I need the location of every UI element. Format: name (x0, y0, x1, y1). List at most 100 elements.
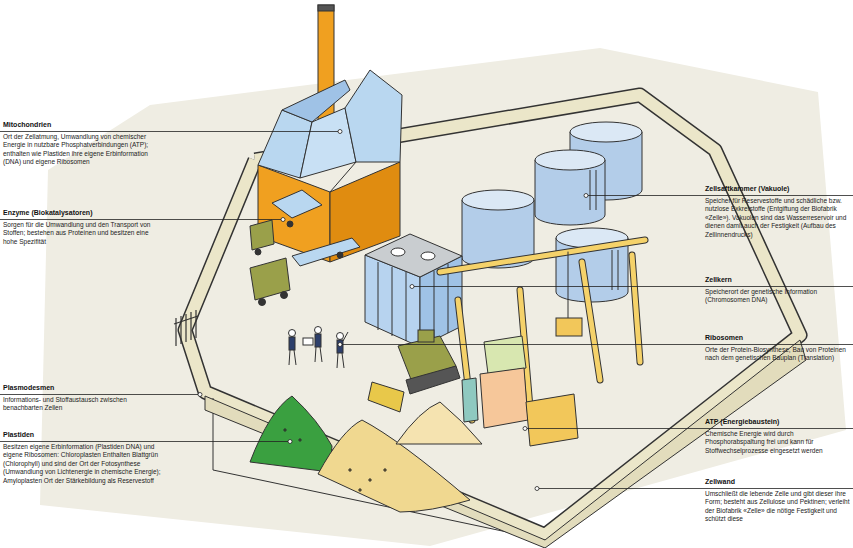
leader-line (525, 428, 853, 429)
crane-part (568, 252, 569, 318)
leader-dot (288, 440, 292, 444)
vacuole-tanks-part (462, 190, 534, 210)
callout-heading: Plasmodesmen (3, 383, 161, 392)
vacuole-tanks (462, 122, 642, 302)
enzyme-trucks-part (272, 190, 322, 218)
plastid-piles-part (299, 439, 301, 441)
enzyme-trucks-part (250, 258, 290, 300)
plastid-piles-part (369, 479, 371, 481)
plastid-piles-part (250, 396, 332, 472)
vacuole-tanks-part (535, 150, 605, 170)
callout-heading: Enzyme (Biokatalysatoren) (3, 208, 161, 217)
nucleus-cube-part (448, 264, 449, 333)
leader-line (0, 131, 340, 132)
callout-text: Sorgen für die Umwandlung und den Transp… (3, 221, 161, 246)
leader-dot (281, 218, 285, 222)
callout-text: Chemische Energie wird durch Phosphorabs… (705, 430, 850, 455)
plasmodesmen-gate-part (174, 316, 198, 324)
callout-text: Umschließt die lebende Zelle und gibt di… (705, 490, 850, 524)
callout-text: Informations- und Stoffaustausch zwische… (3, 396, 161, 413)
ribosome-workers-part (315, 334, 321, 347)
callout-heading: Plastiden (3, 430, 161, 439)
ribosome-workers-part (303, 338, 313, 345)
plastid-piles-part (384, 469, 386, 471)
nucleus-cube-part (421, 252, 435, 260)
callout-text: Speicherort der genetische Information (… (705, 288, 850, 305)
ribosome-workers-part (289, 330, 296, 337)
ribosome-workers-part (315, 347, 316, 362)
leader-line (340, 344, 853, 345)
callout-block: RibosomenOrte der Protein-Biosynthese, B… (705, 333, 850, 363)
enzyme-trucks-part (337, 252, 343, 258)
nucleus-cube-part (392, 267, 393, 336)
ribosome-workers-part (337, 333, 344, 340)
nucleus-cube-part (391, 248, 405, 256)
ribosome-workers-part (294, 350, 296, 365)
crane-part-part (582, 262, 600, 380)
enzyme-trucks (250, 190, 360, 306)
plasmodesmen-gate-part (175, 318, 176, 346)
atp-crates-part (480, 368, 528, 428)
mitochondrion-factory-part (318, 5, 334, 11)
ribosome-workers (289, 327, 349, 369)
leader-line (0, 394, 200, 395)
enzyme-trucks-part (259, 299, 266, 306)
callout-text: Speicher für Reservestoffe und schädlich… (705, 197, 850, 239)
plasmodesmen-gate (174, 310, 198, 346)
leader-dot (410, 285, 414, 289)
nucleus-cube (365, 234, 462, 347)
callout-block: MitochondrienOrt der Zellatmung, Umwandl… (3, 120, 161, 167)
nucleus-cube-part (378, 262, 379, 330)
crane-part-part (632, 255, 640, 362)
crane-part-part (582, 262, 600, 380)
callout-block: ZellwandUmschließt die lebende Zelle und… (705, 477, 850, 524)
leader-line (0, 219, 283, 220)
ribosome-workers-part (343, 332, 348, 341)
atp-crates-part (556, 318, 582, 336)
leader-dot (338, 130, 342, 134)
plasmodesmen-gate-part (185, 314, 186, 342)
mitochondrion-factory-part (345, 70, 402, 162)
plasmodesmen-gate-part (180, 316, 181, 344)
vacuole-tanks-part (612, 250, 613, 290)
callout-text: Besitzen eigene Erbinformation (Plastide… (3, 443, 161, 485)
enzyme-trucks-part (250, 220, 274, 250)
callout-block: Enzyme (Biokatalysatoren) Sorgen für die … (3, 208, 161, 246)
ribosome-workers-part (320, 347, 322, 362)
crane-part-part (440, 240, 645, 272)
ribosome-workers-part (289, 337, 295, 350)
plastid-piles-part (349, 469, 351, 471)
leader-line (412, 286, 853, 287)
bulldozer-part (418, 330, 434, 342)
bulldozer-part (406, 366, 460, 394)
leader-dot (535, 487, 539, 491)
ribosome-workers-part (342, 353, 344, 368)
callout-heading: Zellsaftkammer (Vakuole) (705, 184, 850, 193)
vacuole-tanks-part (596, 170, 597, 210)
ribosome-workers-part (315, 327, 322, 334)
vacuole-tanks-part (618, 250, 619, 290)
enzyme-trucks-part (281, 292, 288, 299)
leader-dot (523, 427, 527, 431)
vacuole-tanks-part (570, 122, 642, 142)
ribosome-workers-part (337, 353, 338, 368)
mitochondrion-factory-part (330, 162, 356, 192)
leader-line (586, 195, 853, 196)
leader-line (537, 488, 853, 489)
vacuole-tanks-part (590, 170, 591, 210)
leader-line (0, 441, 290, 442)
atp-crates (462, 318, 582, 446)
callout-heading: Zellwand (705, 477, 850, 486)
plastid-piles-part (284, 429, 286, 431)
atp-crates-part (462, 378, 478, 422)
callout-heading: Mitochondrien (3, 120, 161, 129)
plasmodesmen-gate-part (195, 310, 196, 338)
callout-block: PlastidenBesitzen eigene Erbinformation … (3, 430, 161, 485)
callout-heading: Zellkern (705, 275, 850, 284)
callout-block: ZellkernSpeicherort der genetische Infor… (705, 275, 850, 305)
plastid-piles-part (359, 489, 361, 491)
atp-crates-part (526, 394, 578, 446)
mitochondrion-factory-part (282, 80, 350, 122)
callout-heading: Ribosomen (705, 333, 850, 342)
